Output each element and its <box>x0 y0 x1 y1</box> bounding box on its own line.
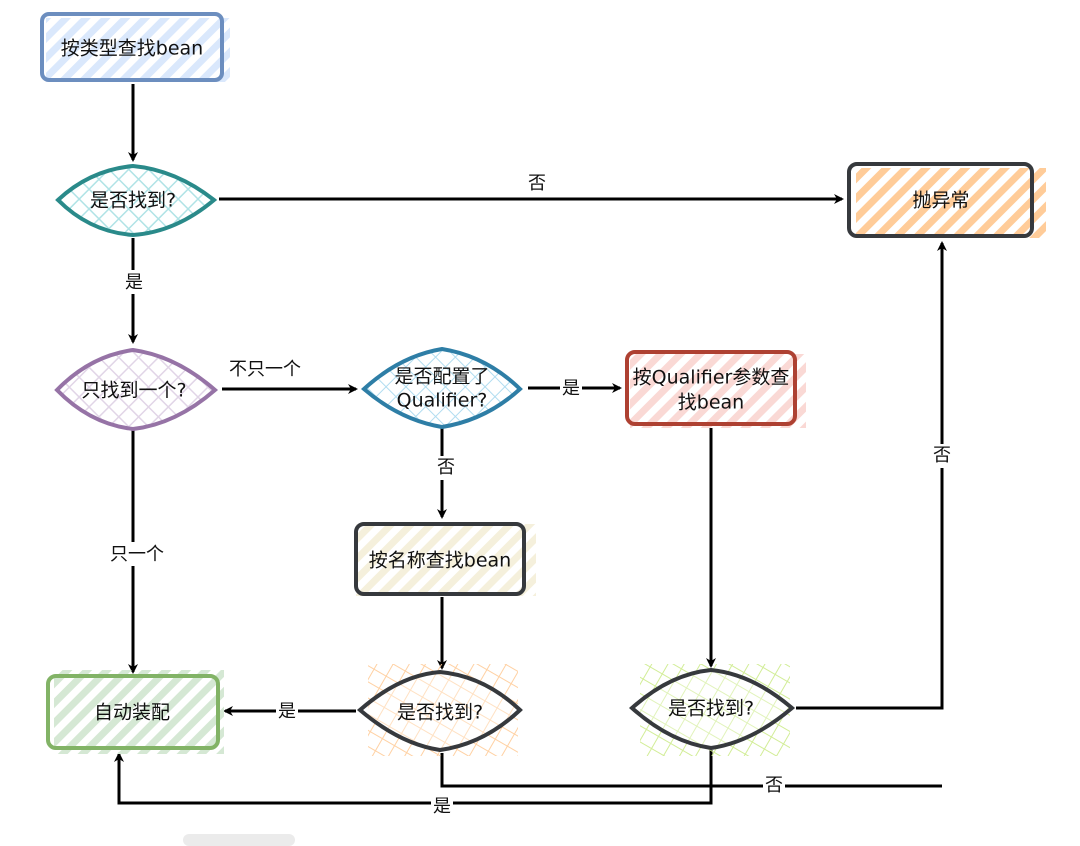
node-label: 是否找到? <box>668 698 754 720</box>
node-found-1[interactable]: 是否找到? <box>55 163 218 238</box>
edge-label-found1-yes: 是 <box>125 272 143 293</box>
node-found-3[interactable]: 是否找到? <box>628 664 796 756</box>
edge-found2-no <box>440 753 942 788</box>
node-find-by-type[interactable]: 按类型查找bean <box>40 12 230 82</box>
node-find-by-name[interactable]: 按名称查找bean <box>354 522 536 596</box>
edge-label-only-one: 只一个 <box>110 544 164 565</box>
node-throw[interactable]: 抛异常 <box>847 162 1046 238</box>
edge-found3-yes <box>114 750 713 805</box>
scroll-pill <box>183 834 295 846</box>
edge-label-found2-yes: 是 <box>278 701 296 722</box>
node-label: 按名称查找bean <box>369 550 511 572</box>
node-find-by-qualifier[interactable]: 按Qualifier参数查 找bean <box>625 350 806 428</box>
node-found-2[interactable]: 是否找到? <box>356 664 523 756</box>
node-label: 按类型查找bean <box>61 38 203 60</box>
node-label: 自动装配 <box>94 702 170 724</box>
node-label-line-1: 是否配置了 <box>394 366 489 388</box>
node-label-line-1: 按Qualifier参数查 <box>633 367 790 389</box>
node-has-qualifier[interactable]: 是否配置了 Qualifier? <box>360 346 523 430</box>
node-autowire[interactable]: 自动装配 <box>46 670 224 754</box>
node-label-line-2: 找bean <box>678 392 744 414</box>
edge-found3-no-throw <box>796 241 947 710</box>
edge-label-qualifier-no: 否 <box>437 457 455 478</box>
edge-label-found2-no: 否 <box>765 775 783 796</box>
edge-label-found1-no: 否 <box>528 173 546 194</box>
node-label: 是否找到? <box>90 190 176 212</box>
node-label: 只找到一个? <box>81 380 186 402</box>
edge-label-found3-yes: 是 <box>433 796 451 817</box>
node-only-one[interactable]: 只找到一个? <box>54 347 219 432</box>
node-label: 是否找到? <box>397 702 483 724</box>
node-label-line-2: Qualifier? <box>397 390 488 412</box>
node-label: 抛异常 <box>912 190 969 212</box>
edge-label-qualifier-yes: 是 <box>562 378 580 399</box>
edge-label-only-more: 不只一个 <box>229 359 301 380</box>
edge-labels: 否 是 不只一个 只一个 是 否 是 否 是 否 <box>104 173 953 819</box>
edge-label-found3-no: 否 <box>933 445 951 466</box>
